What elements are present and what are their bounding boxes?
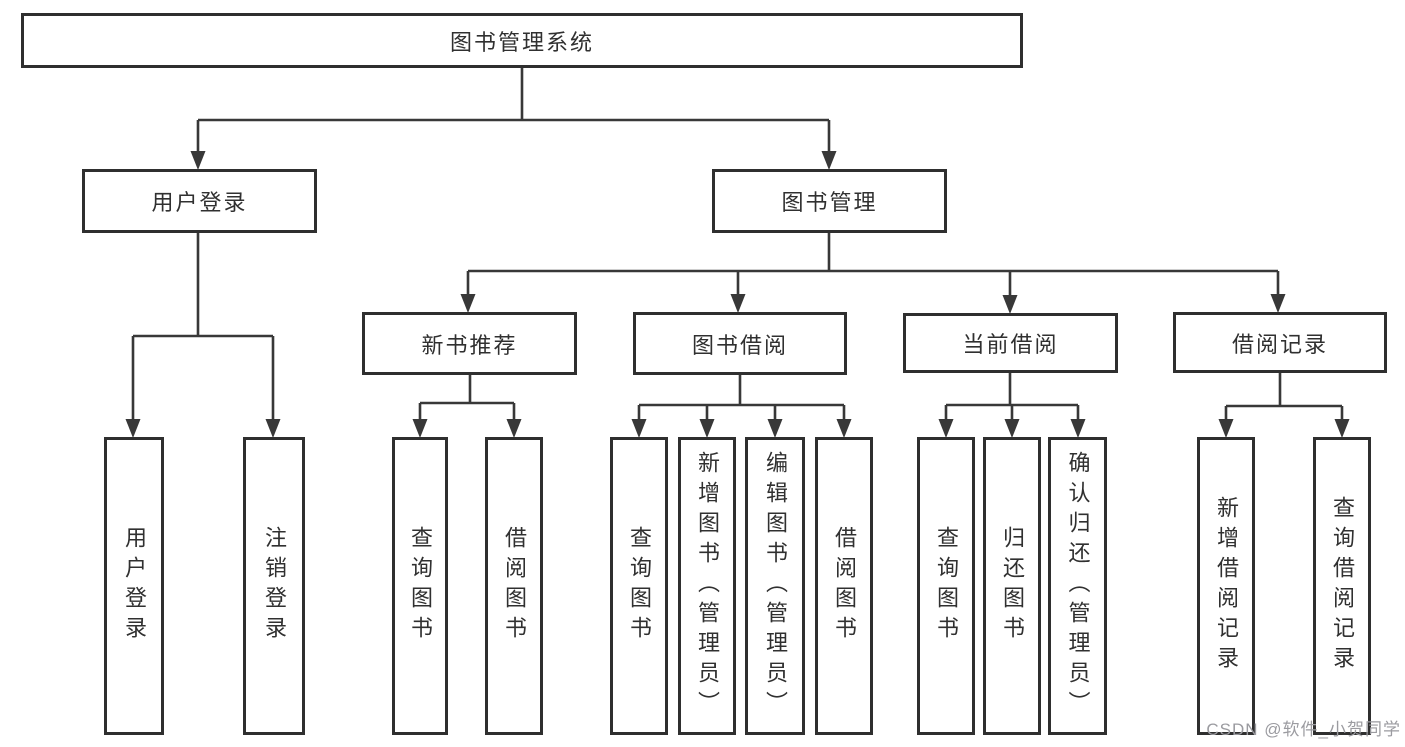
- edge-userlogin-to-leaves: [131, 233, 275, 422]
- node-borrow-records: 借阅记录: [1173, 312, 1387, 373]
- node-user-login: 用户登录: [82, 169, 317, 233]
- node-label: 新书推荐: [421, 332, 518, 358]
- node-new-book-recommend: 新书推荐: [362, 312, 577, 375]
- leaf-confirm-return-admin: 确认归还（管理员）: [1048, 437, 1107, 735]
- leaf-borrow-book-recommend: 借阅图书: [485, 437, 543, 735]
- edge-records-to-leaves: [1224, 373, 1344, 422]
- edge-bookmgmt-to-level3: [466, 233, 1280, 297]
- node-label: 图书管理: [781, 190, 878, 215]
- node-label: 编辑图书（管理员）: [763, 451, 788, 721]
- node-label: 用户登录: [122, 526, 147, 646]
- leaf-query-book-borrow: 查询图书: [610, 437, 668, 735]
- leaf-borrow-book: 借阅图书: [815, 437, 873, 735]
- edge-currentborrow-to-leaves: [944, 373, 1080, 422]
- node-label: 归还图书: [1000, 526, 1025, 646]
- leaf-add-borrow-record: 新增借阅记录: [1197, 437, 1255, 735]
- leaf-logout: 注销登录: [243, 437, 305, 735]
- node-label: 查询借阅记录: [1330, 496, 1355, 676]
- node-label: 注销登录: [262, 526, 287, 646]
- node-library-management-system: 图书管理系统: [21, 13, 1023, 68]
- node-label: 查询图书: [934, 526, 959, 646]
- node-current-borrow: 当前借阅: [903, 313, 1118, 373]
- node-label: 新增借阅记录: [1214, 496, 1239, 676]
- node-label: 借阅图书: [832, 526, 857, 646]
- node-label: 图书管理系统: [449, 29, 594, 55]
- leaf-query-book-recommend: 查询图书: [392, 437, 448, 735]
- node-book-management: 图书管理: [712, 169, 947, 233]
- node-label: 当前借阅: [962, 332, 1059, 357]
- node-label: 确认归还（管理员）: [1065, 451, 1091, 721]
- edge-paths: [131, 68, 1344, 422]
- leaf-query-book-current: 查询图书: [917, 437, 975, 735]
- node-book-borrow: 图书借阅: [633, 312, 847, 375]
- csdn-watermark: CSDN @软件_小贺同学: [1206, 720, 1401, 739]
- leaf-query-borrow-record: 查询借阅记录: [1313, 437, 1371, 735]
- node-label: 借阅记录: [1231, 331, 1328, 357]
- node-label: 查询图书: [627, 526, 652, 646]
- leaf-edit-book-admin: 编辑图书（管理员）: [745, 437, 805, 735]
- node-label: 借阅图书: [502, 526, 527, 646]
- node-label: 用户登录: [151, 190, 248, 215]
- leaf-user-login: 用户登录: [104, 437, 164, 735]
- edge-newbook-to-leaves: [418, 375, 516, 422]
- edge-bookborrow-to-leaves: [637, 375, 846, 422]
- arrowheads: [125, 151, 1350, 438]
- node-label: 新增图书（管理员）: [695, 451, 720, 721]
- node-label: 查询图书: [408, 526, 433, 646]
- leaf-add-book-admin: 新增图书（管理员）: [678, 437, 736, 735]
- node-label: 图书借阅: [691, 332, 788, 358]
- edge-root-to-level2: [196, 68, 831, 154]
- leaf-return-book: 归还图书: [983, 437, 1041, 735]
